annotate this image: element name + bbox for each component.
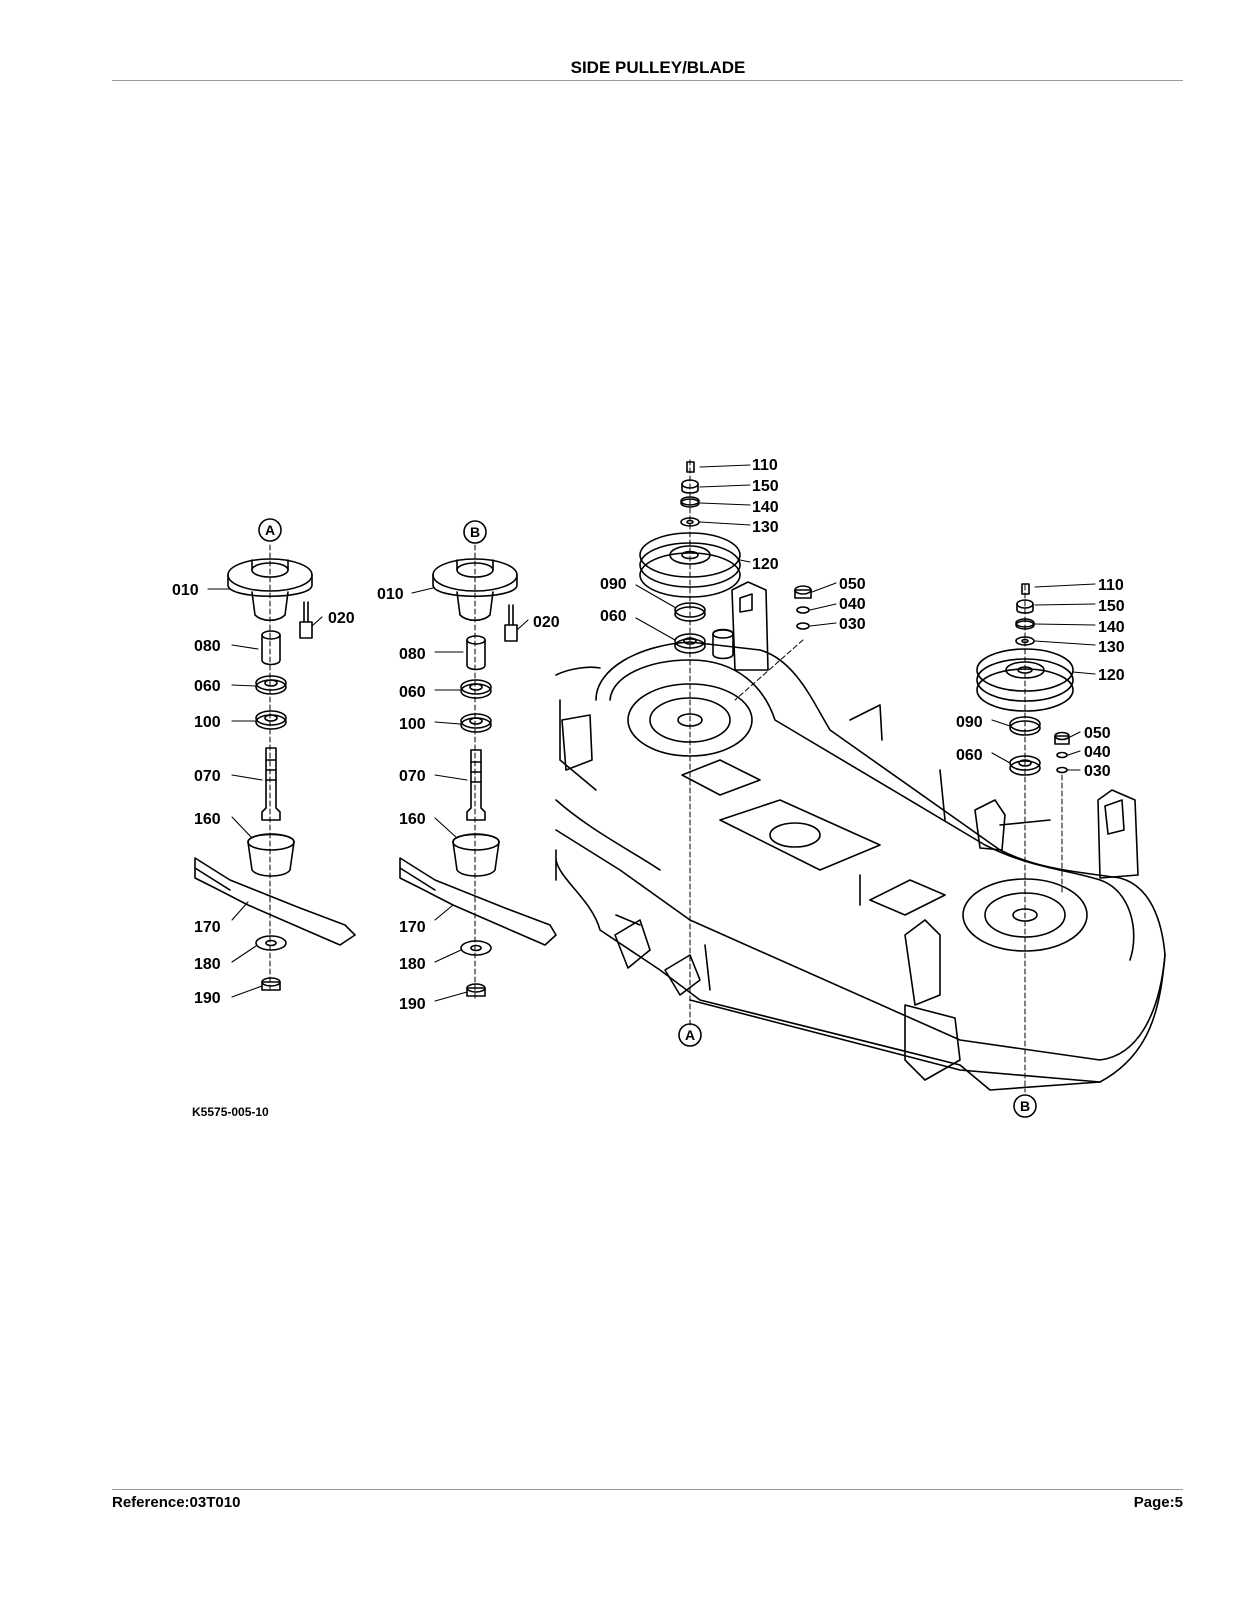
part-label: 090 xyxy=(956,714,983,731)
part-label: 120 xyxy=(752,556,779,573)
view-marker-a-label: A xyxy=(265,522,275,538)
view-marker-a-deck xyxy=(678,1023,702,1047)
figure-code: K5575-005-10 xyxy=(192,1105,269,1119)
part-label: 060 xyxy=(600,608,627,625)
view-marker-b-label: B xyxy=(1020,1098,1030,1114)
part-label: 100 xyxy=(399,716,426,733)
part-label: 030 xyxy=(1084,763,1111,780)
view-marker-b-deck xyxy=(1013,1094,1037,1118)
part-label: 030 xyxy=(839,616,866,633)
spindle-assembly-b xyxy=(399,544,557,1001)
spindle-assembly-a xyxy=(194,544,356,991)
part-label: 070 xyxy=(399,768,426,785)
part-label: 150 xyxy=(1098,598,1125,615)
part-label: 040 xyxy=(1084,744,1111,761)
part-label: 170 xyxy=(399,919,426,936)
part-label: 130 xyxy=(752,519,779,536)
part-label: 100 xyxy=(194,714,221,731)
page-title: SIDE PULLEY/BLADE xyxy=(570,58,746,77)
header-divider xyxy=(112,80,1183,81)
mower-deck xyxy=(555,581,1166,1091)
leader-lines xyxy=(207,464,1096,1002)
part-label: 190 xyxy=(194,990,221,1007)
view-marker-a-top xyxy=(258,518,282,542)
part-label: 050 xyxy=(839,576,866,593)
part-label: 110 xyxy=(752,457,778,474)
view-marker-b-label: B xyxy=(470,524,480,540)
part-label: 110 xyxy=(1098,577,1124,594)
page-number: Page:5 xyxy=(1133,1494,1183,1511)
part-label: 140 xyxy=(1098,619,1125,636)
part-label: 060 xyxy=(194,678,221,695)
footer-divider xyxy=(112,1489,1183,1490)
part-label: 080 xyxy=(399,646,426,663)
part-label: 160 xyxy=(194,811,221,828)
part-label: 010 xyxy=(172,582,199,599)
part-label: 190 xyxy=(399,996,426,1013)
pulley-stack-right xyxy=(976,583,1074,1093)
part-label: 160 xyxy=(399,811,426,828)
part-label: 140 xyxy=(752,499,779,516)
pulley-stack-left xyxy=(639,459,812,1026)
part-label: 050 xyxy=(1084,725,1111,742)
part-label: 170 xyxy=(194,919,221,936)
part-label: 070 xyxy=(194,768,221,785)
part-label: 150 xyxy=(752,478,779,495)
view-marker-b-top xyxy=(463,520,487,544)
part-label: 020 xyxy=(533,614,560,631)
part-label: 020 xyxy=(328,610,355,627)
part-label: 060 xyxy=(956,747,983,764)
part-label: 090 xyxy=(600,576,627,593)
view-marker-a-label: A xyxy=(685,1027,695,1043)
part-label: 180 xyxy=(194,956,221,973)
reference-label: Reference:03T010 xyxy=(112,1494,241,1511)
part-label: 180 xyxy=(399,956,426,973)
part-label: 060 xyxy=(399,684,426,701)
part-label: 080 xyxy=(194,638,221,655)
part-label: 040 xyxy=(839,596,866,613)
part-label: 010 xyxy=(377,586,404,603)
part-label: 130 xyxy=(1098,639,1125,656)
part-label: 120 xyxy=(1098,667,1125,684)
